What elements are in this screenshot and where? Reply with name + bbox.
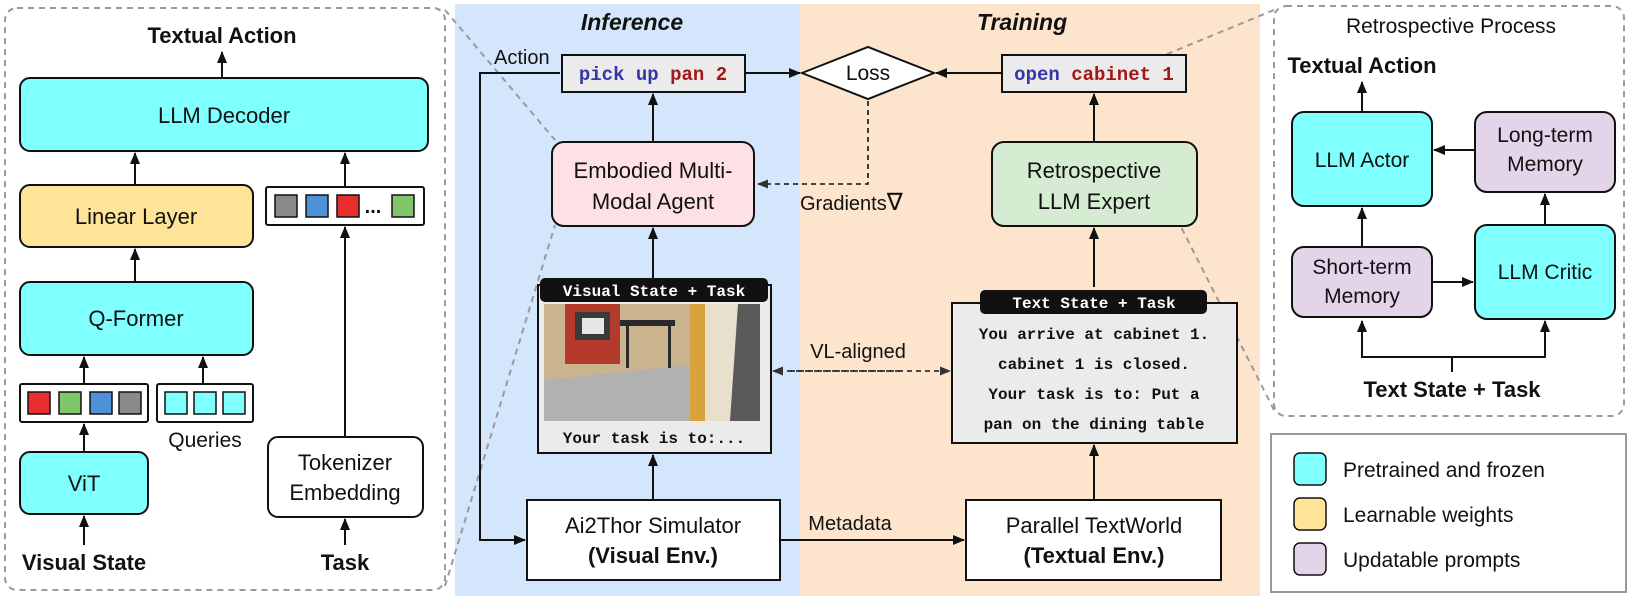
- queries-label: Queries: [168, 429, 242, 452]
- agent-label-2: Modal Agent: [592, 189, 714, 214]
- ai2thor-label-2: (Visual Env.): [588, 543, 718, 568]
- text-state-line-2: cabinet 1 is closed.: [998, 356, 1190, 374]
- zoom-line-left-bottom: [444, 224, 556, 587]
- stm-label-1: Short-term: [1312, 256, 1411, 279]
- text-state-header: Text State + Task: [1012, 295, 1176, 313]
- ltm-label-1: Long-term: [1497, 124, 1593, 147]
- predicted-action-box: [561, 54, 746, 93]
- ltm-label-2: Memory: [1507, 153, 1583, 176]
- visual-state-header: Visual State + Task: [563, 283, 746, 301]
- text-state-line-4: pan on the dining table: [984, 416, 1205, 434]
- legend-label-pretrained: Pretrained and frozen: [1343, 459, 1545, 482]
- retrospective-title: Retrospective Process: [1346, 15, 1556, 38]
- legend-swatch-updatable: [1293, 542, 1327, 576]
- tokenizer-label-2: Embedding: [289, 480, 400, 505]
- right-output-label: Textual Action: [1287, 53, 1436, 78]
- training-title: Training: [977, 9, 1067, 35]
- stm-label-2: Memory: [1324, 285, 1400, 308]
- right-input-label: Text State + Task: [1363, 377, 1541, 402]
- expert-action-text: open cabinet 1: [1014, 64, 1174, 86]
- legend-item-learnable: Learnable weights: [1293, 497, 1513, 531]
- text-token-gray: [274, 194, 298, 218]
- text-state-header-bg: [980, 290, 1207, 314]
- vl-aligned-label: VL-aligned: [810, 341, 906, 363]
- llm-decoder-label: LLM Decoder: [158, 103, 290, 128]
- textworld-label-2: (Textual Env.): [1024, 543, 1165, 568]
- right-panel-frame: [1273, 5, 1625, 417]
- qformer-label: Q-Former: [88, 306, 183, 331]
- left-output-label: Textual Action: [147, 23, 296, 48]
- tokenizer-box: [267, 436, 424, 518]
- linear-layer-box: [19, 184, 254, 248]
- llm-decoder-box: [19, 77, 429, 152]
- query-token-2: [193, 391, 217, 415]
- text-state-line-3: Your task is to: Put a: [988, 386, 1200, 404]
- token-ellipsis: ...: [365, 196, 382, 218]
- ai2thor-simulator-box: [526, 499, 781, 581]
- text-state-line-1: You arrive at cabinet 1.: [979, 326, 1209, 344]
- textworld-box: [965, 499, 1222, 581]
- inference-title: Inference: [581, 9, 683, 35]
- agent-label-1: Embodied Multi-: [574, 158, 733, 183]
- qformer-box: [19, 281, 254, 356]
- legend-item-pretrained: Pretrained and frozen: [1293, 452, 1545, 486]
- zoom-line-right-top: [1079, 9, 1275, 91]
- metadata-label: Metadata: [808, 513, 892, 535]
- scene-image: [544, 304, 760, 421]
- visual-token-gray: [118, 391, 142, 415]
- llm-critic-label: LLM Critic: [1498, 261, 1593, 284]
- visual-state-header-bg: [540, 278, 768, 302]
- legend-swatch-learnable: [1293, 497, 1327, 531]
- loss-label: Loss: [846, 62, 890, 85]
- text-token-blue: [305, 194, 329, 218]
- legend-item-updatable: Updatable prompts: [1293, 542, 1520, 576]
- textworld-label-1: Parallel TextWorld: [1006, 513, 1182, 538]
- legend-label-learnable: Learnable weights: [1343, 504, 1513, 527]
- visual-token-blue: [89, 391, 113, 415]
- visual-token-green: [58, 391, 82, 415]
- legend-label-updatable: Updatable prompts: [1343, 549, 1520, 572]
- visual-task-text: Your task is to:...: [563, 430, 745, 448]
- task-label: Task: [321, 550, 370, 575]
- gradients-label: Gradients∇: [800, 189, 904, 216]
- text-state-box: [951, 302, 1238, 444]
- tokenizer-label-1: Tokenizer: [298, 450, 392, 475]
- legend-box: [1270, 433, 1627, 593]
- text-token-green: [391, 194, 415, 218]
- predicted-action-text: pick up pan 2: [579, 64, 727, 86]
- visual-state-label: Visual State: [22, 550, 146, 575]
- expert-label-1: Retrospective: [1027, 158, 1162, 183]
- retrospective-expert-box: [991, 141, 1198, 227]
- vit-label: ViT: [68, 471, 101, 496]
- loss-diamond: [799, 45, 937, 101]
- text-token-red: [336, 194, 360, 218]
- llm-actor-label: LLM Actor: [1315, 149, 1410, 172]
- action-label: Action: [494, 47, 550, 69]
- vit-box: [19, 451, 149, 515]
- ai2thor-label-1: Ai2Thor Simulator: [565, 513, 741, 538]
- visual-token-strip: [19, 383, 149, 423]
- linear-layer-label: Linear Layer: [75, 204, 197, 229]
- visual-token-red: [27, 391, 51, 415]
- query-token-3: [222, 391, 246, 415]
- query-token-1: [164, 391, 188, 415]
- expert-action-box: [1001, 54, 1187, 93]
- embodied-agent-box: [551, 141, 755, 227]
- legend-swatch-pretrained: [1293, 452, 1327, 486]
- long-term-memory-box: [1474, 111, 1616, 193]
- expert-label-2: LLM Expert: [1038, 189, 1151, 214]
- llm-actor-box: [1291, 111, 1433, 207]
